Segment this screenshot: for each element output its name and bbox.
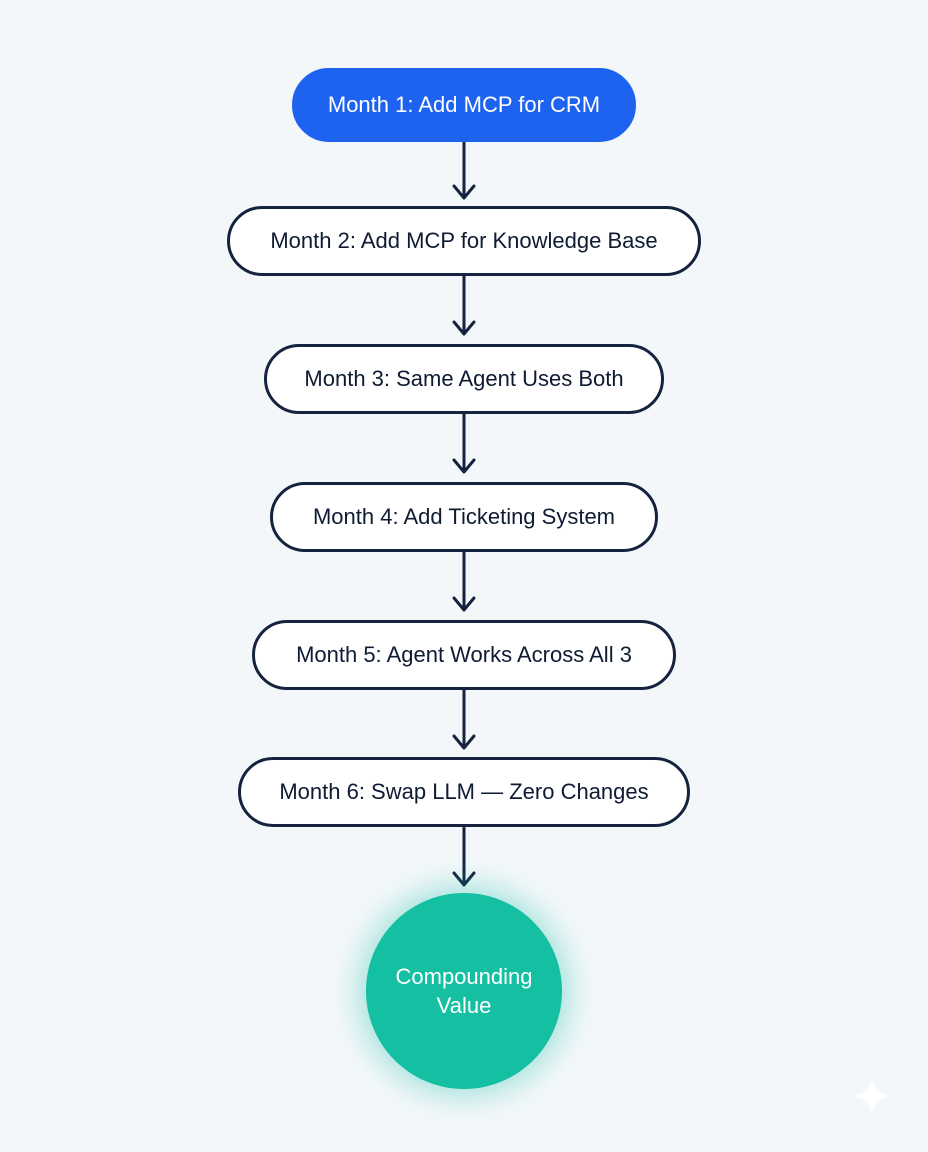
step-month-2: Month 2: Add MCP for Knowledge Base [227, 206, 701, 276]
arrow-down-icon [452, 142, 476, 200]
step-month-3: Month 3: Same Agent Uses Both [264, 344, 664, 414]
arrow-down-icon [452, 414, 476, 474]
outcome-line-1: Compounding [395, 964, 533, 989]
step-month-1: Month 1: Add MCP for CRM [292, 68, 636, 142]
step-label: Month 6: Swap LLM — Zero Changes [279, 779, 649, 804]
sparkle-icon [850, 1074, 894, 1118]
step-label: Month 1: Add MCP for CRM [327, 92, 601, 117]
arrow-down-icon [452, 552, 476, 612]
step-label: Month 2: Add MCP for Knowledge Base [270, 228, 658, 253]
step-month-5: Month 5: Agent Works Across All 3 [252, 620, 676, 690]
arrow-down-icon [452, 827, 476, 887]
step-label: Month 4: Add Ticketing System [312, 504, 616, 529]
step-month-6: Month 6: Swap LLM — Zero Changes [238, 757, 690, 827]
step-label: Month 5: Agent Works Across All 3 [296, 642, 632, 667]
arrow-down-icon [452, 276, 476, 336]
outcome-line-2: Value [436, 993, 492, 1018]
arrow-down-icon [452, 690, 476, 750]
outcome-circle: Compounding Value [366, 893, 562, 1089]
step-month-4: Month 4: Add Ticketing System [270, 482, 658, 552]
step-label: Month 3: Same Agent Uses Both [304, 366, 624, 391]
